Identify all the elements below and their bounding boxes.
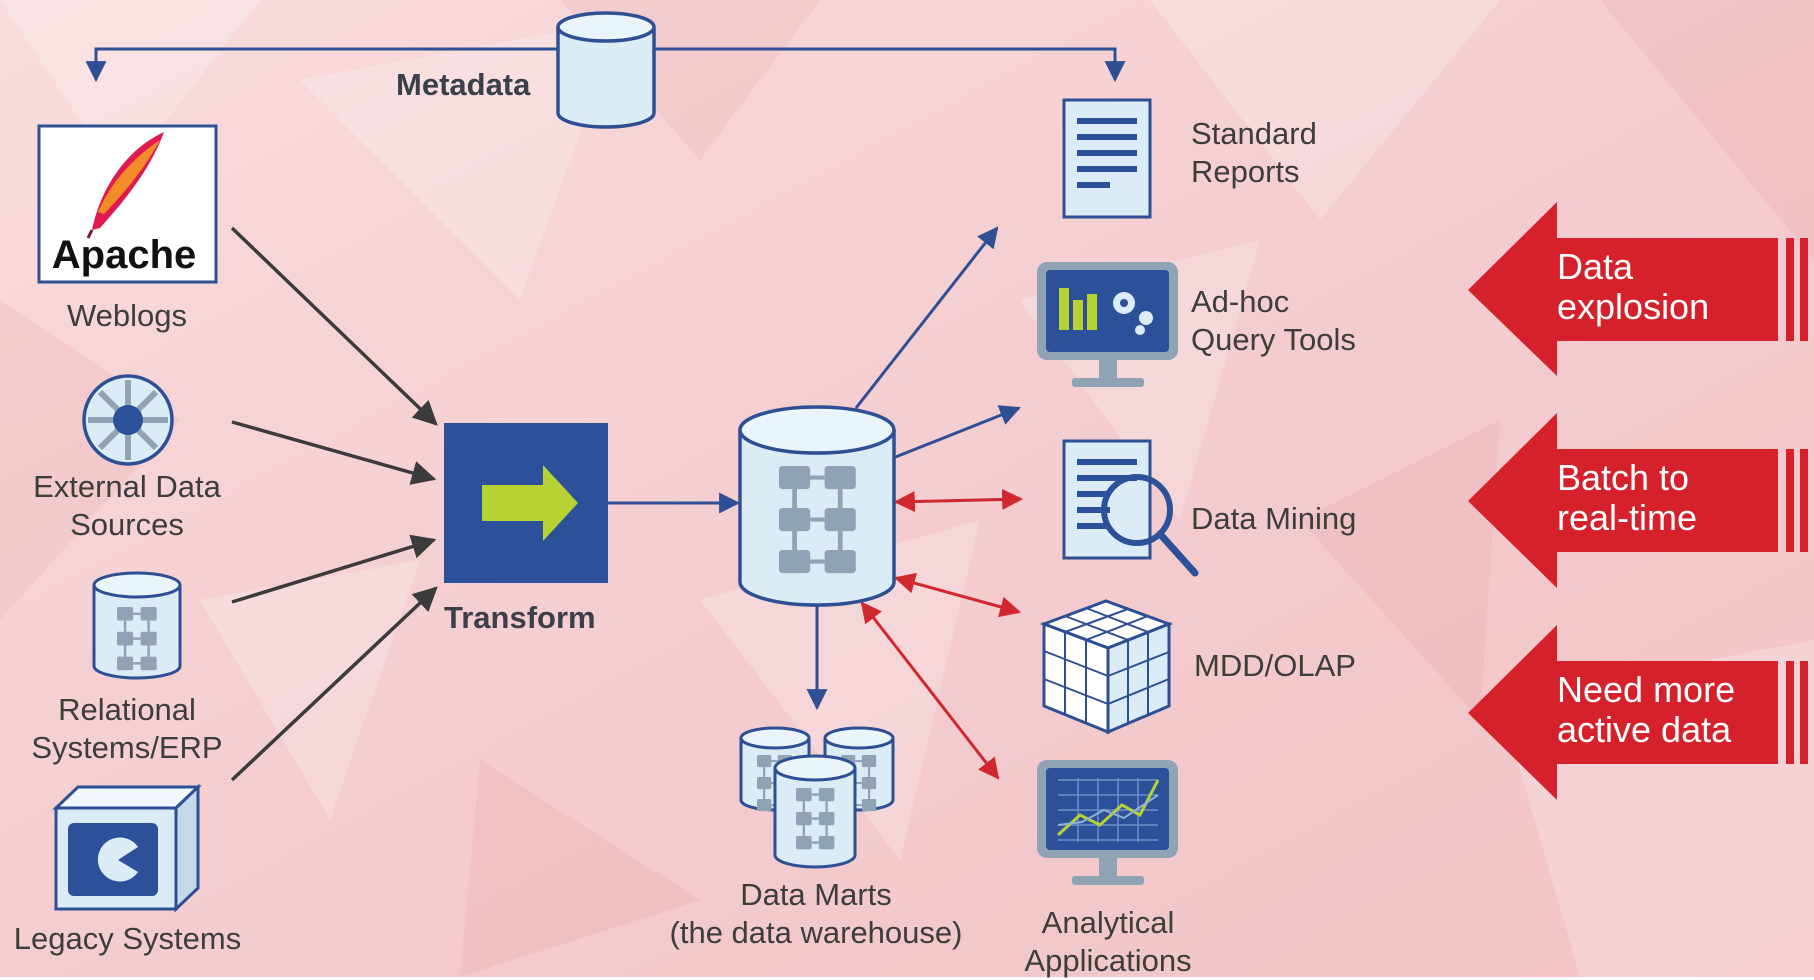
olap-label: MDD/OLAP <box>1194 648 1356 683</box>
callout-arrow-batch-realtime <box>1468 413 1808 588</box>
callout-active-data-line2: active data <box>1557 709 1732 750</box>
metadata-connector <box>85 47 560 83</box>
feed-arrow-external <box>231 420 437 485</box>
adhoc-query-label-line1: Ad-hoc <box>1191 284 1290 319</box>
analytical-monitor-icon <box>1037 760 1178 885</box>
data-warehouse-icon <box>738 405 896 607</box>
callout-data-explosion-text: Data explosion <box>1557 247 1709 327</box>
feed-arrow-weblogs <box>230 226 438 426</box>
standard-reports-label: Standard Reports <box>1191 115 1317 191</box>
data-marts-label-line2: (the data warehouse) <box>669 915 963 950</box>
metadata-cylinder-icon <box>556 11 656 129</box>
callout-batch-realtime-line1: Batch to <box>1557 457 1690 498</box>
callout-batch-realtime-text: Batch to real-time <box>1557 458 1697 538</box>
callout-data-explosion-line2: explosion <box>1557 286 1710 327</box>
adhoc-query-label: Ad-hoc Query Tools <box>1191 283 1356 359</box>
olap-cube-icon <box>1039 599 1174 735</box>
external-data-label-line2: Sources <box>70 507 184 542</box>
data-mining-label: Data Mining <box>1191 501 1357 536</box>
callout-batch-realtime-line2: real-time <box>1557 497 1698 538</box>
report-document-icon <box>1062 98 1152 219</box>
query-tools-monitor-icon <box>1037 262 1178 387</box>
metadata-label: Metadata <box>396 67 531 102</box>
data-marts-label-line1: Data Marts <box>740 877 892 912</box>
weblogs-label: Weblogs <box>66 298 188 333</box>
callout-data-explosion-line1: Data <box>1557 246 1634 287</box>
feed-arrow-legacy <box>230 586 438 782</box>
standard-reports-label-line1: Standard <box>1191 116 1317 151</box>
legacy-system-icon <box>52 783 202 913</box>
transform-label: Transform <box>444 600 596 635</box>
external-data-label-line1: External Data <box>33 469 221 504</box>
data-mining-icon <box>1062 439 1199 577</box>
feed-arrow-relational <box>231 534 437 604</box>
relational-label-line2: Systems/ERP <box>31 730 223 765</box>
analytical-apps-label-line1: Analytical <box>1041 905 1175 940</box>
apache-logo-text: Apache <box>52 233 197 277</box>
external-data-icon <box>82 374 174 466</box>
arrow-to-adhoc <box>892 405 1021 460</box>
analytical-apps-label: Analytical Applications <box>1008 904 1208 980</box>
arrow-to-analytical <box>860 601 1000 780</box>
arrow-to-reports <box>854 226 999 409</box>
callout-arrow-active-data <box>1468 625 1808 800</box>
adhoc-query-label-line2: Query Tools <box>1191 322 1356 357</box>
callout-active-data-line1: Need more <box>1557 669 1736 710</box>
legacy-label: Legacy Systems <box>13 921 242 956</box>
apache-logo: Apache <box>37 124 218 284</box>
callout-active-data-text: Need more active data <box>1557 670 1735 750</box>
relational-db-icon <box>92 571 182 680</box>
data-marts-icon <box>739 726 895 869</box>
transform-box <box>444 423 608 583</box>
arrow-to-mining <box>893 488 1024 513</box>
relational-label-line1: Relational <box>58 692 196 727</box>
callout-arrow-data-explosion <box>1468 202 1808 376</box>
data-marts-label: Data Marts (the data warehouse) <box>643 876 989 952</box>
analytical-apps-label-line2: Applications <box>1024 943 1192 978</box>
standard-reports-label-line2: Reports <box>1191 154 1300 189</box>
external-data-label: External Data Sources <box>17 468 237 544</box>
metadata-connector-right <box>652 47 1126 83</box>
relational-label: Relational Systems/ERP <box>17 691 237 767</box>
